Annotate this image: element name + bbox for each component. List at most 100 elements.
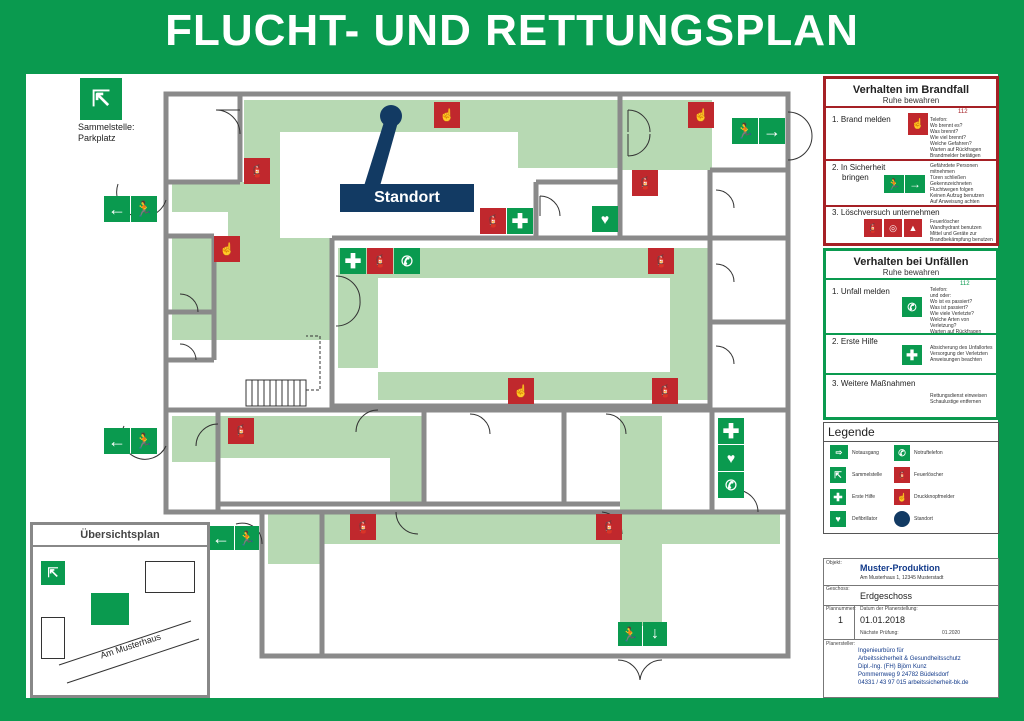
fire-alarm-button-icon: ☝ (214, 236, 240, 262)
first-aid-icon: ✚ (340, 248, 366, 274)
exit-running-man-icon: 🏃 (884, 175, 904, 193)
defibrillator-icon: ♥ (718, 445, 744, 471)
accident-phone: 112 (960, 281, 970, 287)
fire-alarm-button-icon: ☝ (508, 378, 534, 404)
pruefung-value: 01.2020 (942, 630, 961, 636)
planer-label: Planersteller: (826, 641, 856, 647)
pruefung-label: Nächste Prüfung: (860, 630, 899, 636)
exit-arrow-left-icon: ← (208, 526, 234, 550)
fire-equipment-icon: ▲ (904, 219, 922, 237)
fire-panel-subtitle: Ruhe bewahren (882, 96, 940, 105)
accident-step3: 3. Weitere Maßnahmen (832, 379, 916, 388)
fire-hose-icon: ◎ (884, 219, 902, 237)
accident-panel-subtitle: Ruhe bewahren (882, 268, 940, 277)
geschoss-value: Erdgeschoss (860, 591, 913, 601)
datum-value: 01.01.2018 (860, 615, 906, 625)
exit-running-man-icon: 🏃 (131, 196, 157, 222)
exit-icon: ⇨ (830, 445, 848, 459)
legend-erste-hilfe: Erste Hilfe (852, 494, 876, 500)
emergency-phone-icon: ✆ (894, 445, 910, 461)
legend-sammelstelle: Sammelstelle (852, 472, 883, 478)
assembly-point-label: Sammelstelle:Parkplatz (78, 122, 135, 143)
defibrillator-icon: ♥ (830, 511, 846, 527)
emergency-phone-icon: ✆ (902, 297, 922, 317)
legend-notausgang: Notausgang (852, 450, 879, 456)
fire-step3: 3. Löschversuch unternehmen (832, 208, 940, 217)
fire-extinguisher-icon: 🧯 (864, 219, 882, 237)
fire-alarm-button-icon: ☝ (894, 489, 910, 505)
legend-standort: Standort (914, 516, 933, 522)
legend-defibrillator: Defibrillator (852, 516, 878, 522)
defibrillator-icon: ♥ (592, 206, 618, 232)
geschoss-label: Geschoss: (826, 586, 850, 592)
staircase (245, 335, 321, 407)
fire-step1: 1. Brand melden (832, 115, 891, 124)
fire-extinguisher-icon: 🧯 (894, 467, 910, 483)
fire-alarm-button-icon: ☝ (434, 102, 460, 128)
exit-arrow-right-icon: → (759, 118, 785, 144)
objekt-value: Muster-Produktion (860, 563, 940, 573)
fire-behavior-panel: Verhalten im Brandfall Ruhe bewahren 1. … (823, 76, 999, 246)
accident-step1: 1. Unfall melden (832, 287, 890, 296)
exit-running-man-icon: 🏃 (131, 428, 157, 454)
first-aid-icon: ✚ (830, 489, 846, 505)
first-aid-icon: ✚ (507, 208, 533, 234)
assembly-point-icon: ⇱ (41, 561, 65, 585)
assembly-point-icon: ⇱ (830, 467, 846, 483)
objekt-label: Objekt: (826, 560, 842, 566)
overview-panel: Übersichtsplan ⇱ Am Musterhaus (30, 522, 210, 698)
accident-behavior-panel: Verhalten bei Unfällen Ruhe bewahren 1. … (823, 248, 999, 420)
first-aid-icon: ✚ (902, 345, 922, 365)
datum-label: Datum der Planerstellung: (860, 606, 918, 612)
emergency-phone-icon: ✆ (718, 472, 744, 498)
fire-step1-details: Telefon:Wo brennt es?Was brennt?Wie viel… (930, 117, 982, 159)
legend-panel: Legende ⇨ Notausgang ✆ Notruftelefon ⇱ S… (823, 422, 999, 534)
plannr-label: Plannummer: (826, 606, 856, 612)
objekt-address: Am Musterhaus 1, 12345 Musterstadt (860, 575, 944, 581)
legend-druckknopfmelder: Druckknopfmelder (914, 494, 955, 500)
fire-extinguisher-icon: 🧯 (480, 208, 506, 234)
plan-title: FLUCHT- UND RETTUNGSPLAN (165, 6, 859, 55)
fire-extinguisher-icon: 🧯 (367, 248, 393, 274)
first-aid-icon: ✚ (718, 418, 744, 444)
exit-arrow-left-icon: ← (104, 428, 130, 454)
standort-dot-icon (894, 511, 910, 527)
fire-panel-title: Verhalten im Brandfall (852, 84, 970, 96)
legend-feuerloescher: Feuerlöscher (914, 472, 944, 478)
accident-step2: 2. Erste Hilfe (832, 337, 878, 346)
fire-extinguisher-icon: 🧯 (632, 170, 658, 196)
accident-step1-details: Telefon:und oder:Wo ist es passiert?Was … (930, 287, 982, 335)
exit-running-man-icon: 🏃 (732, 118, 758, 144)
fire-extinguisher-icon: 🧯 (596, 514, 622, 540)
fire-extinguisher-icon: 🧯 (350, 514, 376, 540)
exit-running-man-icon: 🏃 (235, 526, 259, 550)
fire-alarm-button-icon: ☝ (908, 113, 928, 135)
legend-title: Legende (828, 425, 875, 439)
overview-title: Übersichtsplan (80, 529, 160, 541)
accident-panel-title: Verhalten bei Unfällen (853, 256, 969, 268)
plannr-value: 1 (838, 615, 844, 625)
standort-label: Standort (340, 184, 474, 212)
standort-marker (364, 105, 402, 186)
exit-arrow-left-icon: ← (104, 196, 130, 222)
exit-arrow-right-icon: → (905, 175, 925, 193)
exit-arrow-down-icon: ↓ (643, 622, 667, 646)
emergency-phone-icon: ✆ (394, 248, 420, 274)
fire-extinguisher-icon: 🧯 (652, 378, 678, 404)
exit-running-man-icon: 🏃 (618, 622, 642, 646)
fire-extinguisher-icon: 🧯 (228, 418, 254, 444)
fire-phone: 112 (958, 109, 968, 115)
fire-extinguisher-icon: 🧯 (648, 248, 674, 274)
title-block: Objekt: Muster-Produktion Am Musterhaus … (823, 558, 999, 698)
legend-notruftelefon: Notruftelefon (914, 450, 943, 456)
assembly-point-icon: ⇱ (80, 78, 122, 120)
fire-alarm-button-icon: ☝ (688, 102, 714, 128)
fire-extinguisher-icon: 🧯 (244, 158, 270, 184)
